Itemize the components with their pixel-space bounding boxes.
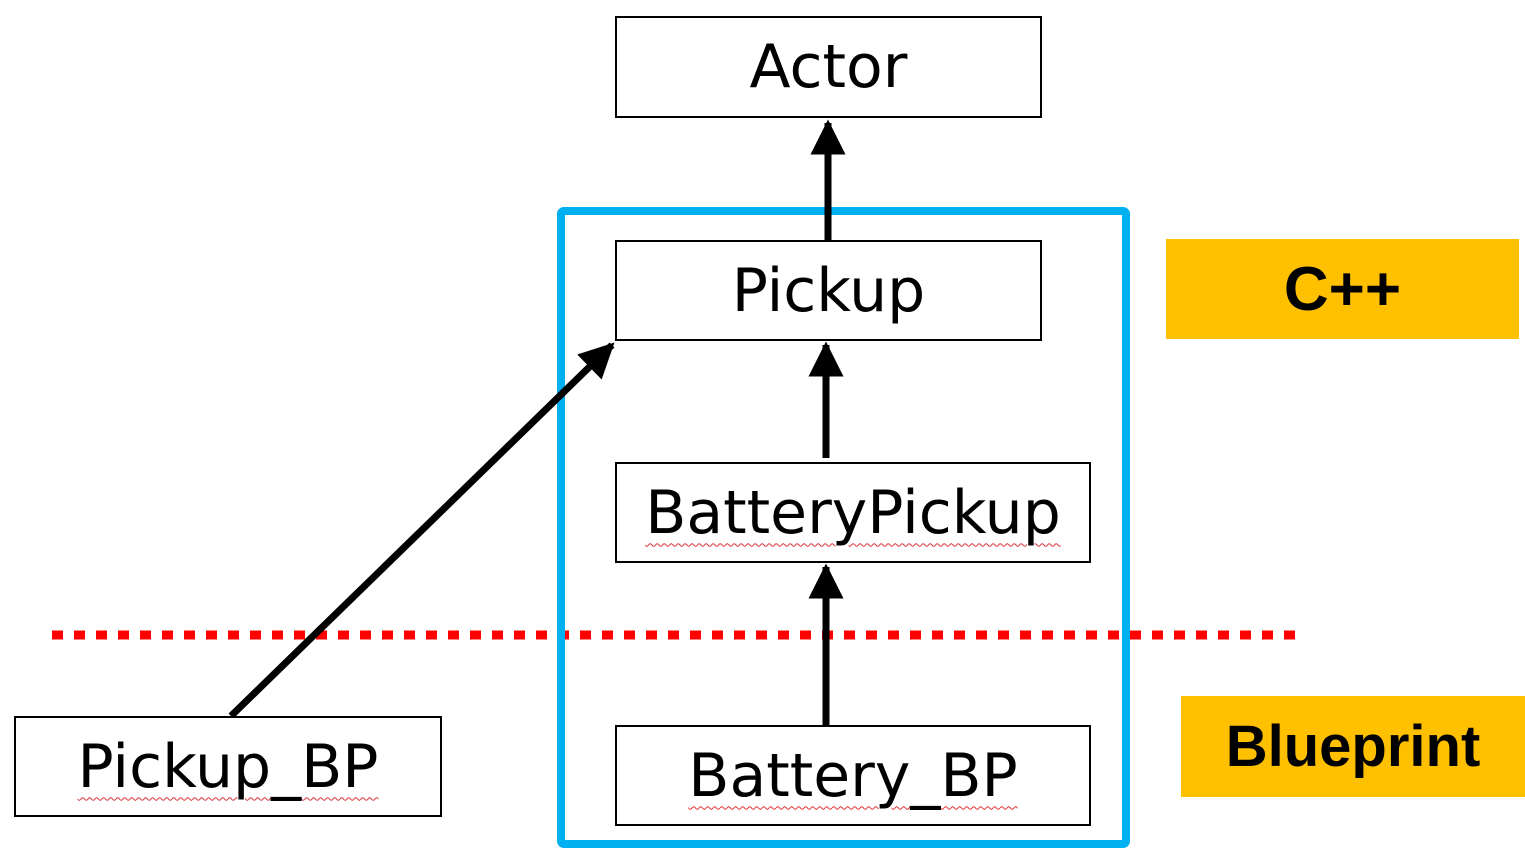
class-label-pickup: Pickup: [731, 255, 926, 326]
class-box-batterypickup: BatteryPickup: [615, 462, 1091, 563]
blueprint-layer-tag-label: Blueprint: [1225, 714, 1481, 779]
cpp-layer-tag: C++: [1166, 239, 1519, 339]
cpp-derived-group-frame: [557, 207, 1130, 848]
class-box-pickup: Pickup: [615, 240, 1042, 341]
cpp-layer-tag-label: C++: [1283, 254, 1402, 324]
class-label-pickup-bp: Pickup_BP: [77, 731, 379, 802]
class-box-battery-bp: Battery_BP: [615, 725, 1091, 826]
arrow-pickupbp-to-pickup: [228, 342, 615, 719]
class-box-actor: Actor: [615, 16, 1042, 118]
class-label-batterypickup: BatteryPickup: [645, 477, 1061, 548]
blueprint-layer-tag: Blueprint: [1181, 696, 1525, 797]
class-box-pickup-bp: Pickup_BP: [14, 716, 442, 817]
class-label-battery-bp: Battery_BP: [688, 740, 1018, 811]
class-label-actor: Actor: [749, 32, 908, 102]
